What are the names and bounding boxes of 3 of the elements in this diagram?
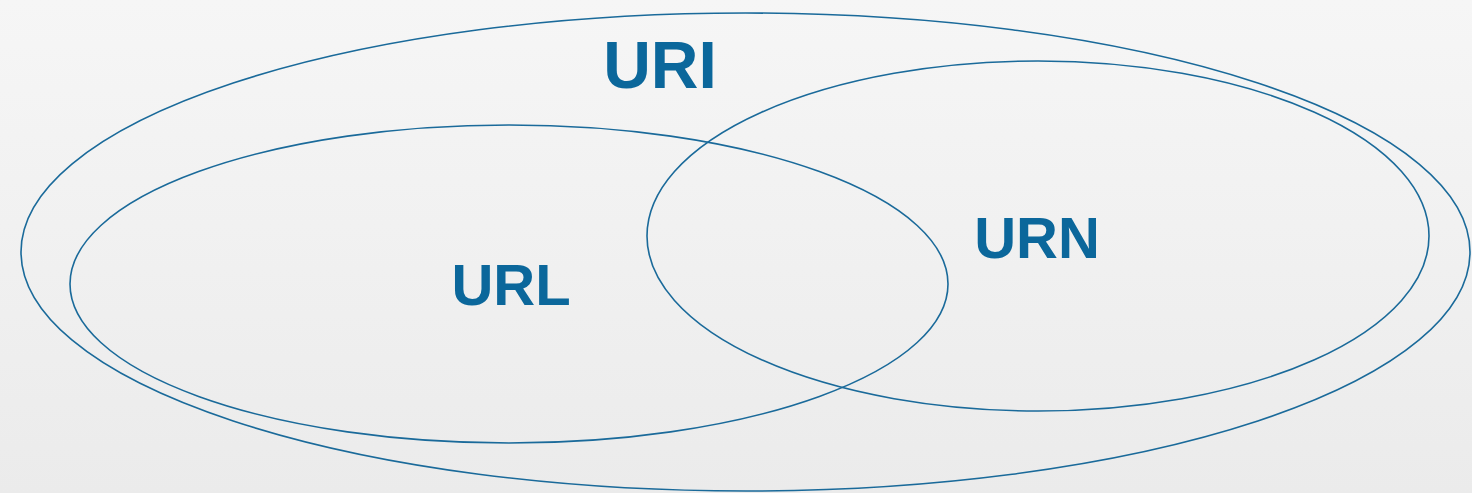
set-label: URL	[451, 256, 571, 314]
set-label: URI	[603, 32, 717, 98]
set-label: URN	[974, 209, 1100, 267]
